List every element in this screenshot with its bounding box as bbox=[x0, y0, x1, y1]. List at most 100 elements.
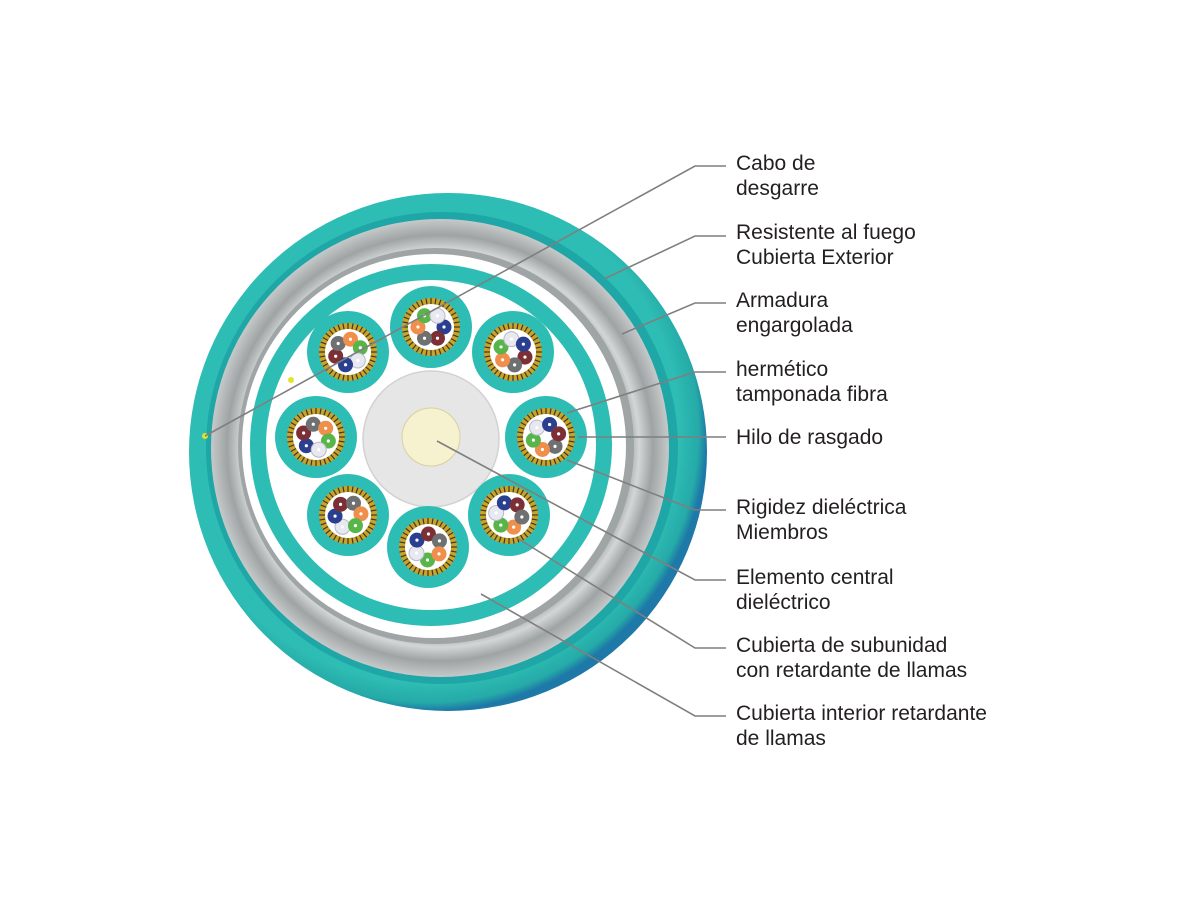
aramid-strand bbox=[549, 459, 552, 466]
aramid-strand bbox=[362, 532, 368, 538]
fiber-core bbox=[512, 363, 517, 367]
aramid-strand bbox=[420, 348, 424, 355]
fiber-core bbox=[414, 551, 419, 555]
aramid-strand bbox=[310, 408, 313, 415]
aramid-strand bbox=[486, 495, 492, 501]
aramid-strand bbox=[337, 487, 341, 494]
aramid-strand bbox=[335, 421, 342, 427]
aramid-strand bbox=[290, 447, 297, 453]
fiber-core bbox=[499, 523, 503, 527]
aramid-strand bbox=[365, 332, 371, 338]
aramid-strand bbox=[487, 336, 494, 342]
fiber-core bbox=[358, 346, 362, 350]
aramid-strand bbox=[497, 326, 503, 333]
aramid-strand bbox=[530, 522, 537, 526]
aramid-strand bbox=[290, 421, 297, 427]
aramid-strand bbox=[563, 417, 569, 423]
aramid-strand bbox=[448, 307, 454, 313]
aramid-strand bbox=[438, 521, 444, 528]
aramid-strand bbox=[320, 359, 327, 363]
aramid-strand bbox=[402, 330, 409, 333]
callout-label-line: hermético bbox=[736, 358, 828, 381]
aramid-strand bbox=[288, 426, 295, 430]
fiber-core bbox=[535, 426, 539, 430]
aramid-strand bbox=[415, 346, 421, 353]
aramid-strand bbox=[328, 369, 334, 375]
aramid-strand bbox=[565, 447, 572, 453]
aramid-strand bbox=[480, 518, 487, 521]
fiber-core bbox=[435, 336, 440, 340]
aramid-strand bbox=[535, 355, 542, 358]
aramid-strand bbox=[369, 522, 376, 526]
callout-label-line: desgarre bbox=[736, 177, 819, 200]
leader-line bbox=[480, 593, 726, 717]
aramid-strand bbox=[434, 349, 437, 356]
aramid-strand bbox=[503, 537, 506, 544]
aramid-strand bbox=[337, 536, 341, 543]
aramid-strand bbox=[351, 537, 354, 544]
aramid-strand bbox=[325, 332, 331, 338]
aramid-strand bbox=[553, 458, 557, 465]
aramid-strand bbox=[530, 456, 536, 463]
fiber-core bbox=[442, 325, 446, 329]
aramid-strand bbox=[481, 504, 488, 508]
aramid-strand bbox=[408, 341, 414, 347]
fiber-core bbox=[324, 426, 328, 430]
aramid-strand bbox=[560, 414, 566, 420]
aramid-strand bbox=[351, 486, 354, 493]
aramid-strand bbox=[402, 531, 409, 537]
aramid-strand bbox=[530, 332, 536, 338]
fiber-core bbox=[512, 525, 516, 529]
aramid-strand bbox=[337, 324, 341, 331]
aramid-strand bbox=[337, 426, 344, 430]
aramid-strand bbox=[532, 336, 539, 342]
fiber-core bbox=[353, 524, 358, 528]
aramid-strand bbox=[367, 362, 374, 368]
aramid-strand bbox=[323, 409, 327, 416]
aramid-strand bbox=[330, 454, 336, 460]
aramid-strand bbox=[417, 519, 421, 526]
subunit bbox=[472, 311, 554, 393]
aramid-strand bbox=[335, 447, 342, 453]
aramid-strand bbox=[535, 346, 542, 349]
aramid-strand bbox=[358, 534, 364, 541]
aramid-strand bbox=[560, 454, 566, 460]
aramid-strand bbox=[490, 366, 496, 372]
fiber-core bbox=[540, 447, 545, 452]
aramid-strand bbox=[300, 456, 306, 463]
callout-label-line: Rigidez dieléctrica bbox=[736, 496, 907, 519]
aramid-strand bbox=[370, 346, 377, 349]
aramid-strand bbox=[400, 554, 407, 558]
aramid-strand bbox=[497, 371, 503, 378]
aramid-strand bbox=[549, 408, 552, 415]
aramid-strand bbox=[449, 554, 456, 558]
subunit bbox=[505, 396, 587, 478]
fiber-core bbox=[499, 345, 503, 349]
aramid-strand bbox=[338, 440, 345, 443]
aramid-strand bbox=[498, 536, 502, 543]
aramid-strand bbox=[528, 499, 535, 505]
aramid-strand bbox=[319, 509, 326, 512]
fiber-core bbox=[359, 512, 363, 516]
aramid-strand bbox=[531, 518, 538, 521]
aramid-strand bbox=[342, 374, 345, 381]
aramid-strand bbox=[320, 341, 327, 345]
aramid-strand bbox=[403, 334, 410, 338]
aramid-strand bbox=[453, 330, 460, 333]
aramid-strand bbox=[319, 355, 326, 358]
aramid-strand bbox=[527, 369, 533, 375]
aramid-yarn-strands bbox=[399, 518, 457, 576]
aramid-strand bbox=[287, 431, 294, 434]
aramid-strand bbox=[342, 537, 345, 544]
aramid-strand bbox=[567, 444, 574, 448]
aramid-strand bbox=[322, 336, 329, 342]
aramid-strand bbox=[523, 492, 529, 498]
aramid-strand bbox=[493, 489, 499, 496]
aramid-strand bbox=[332, 326, 338, 333]
aramid-strand bbox=[526, 454, 532, 460]
